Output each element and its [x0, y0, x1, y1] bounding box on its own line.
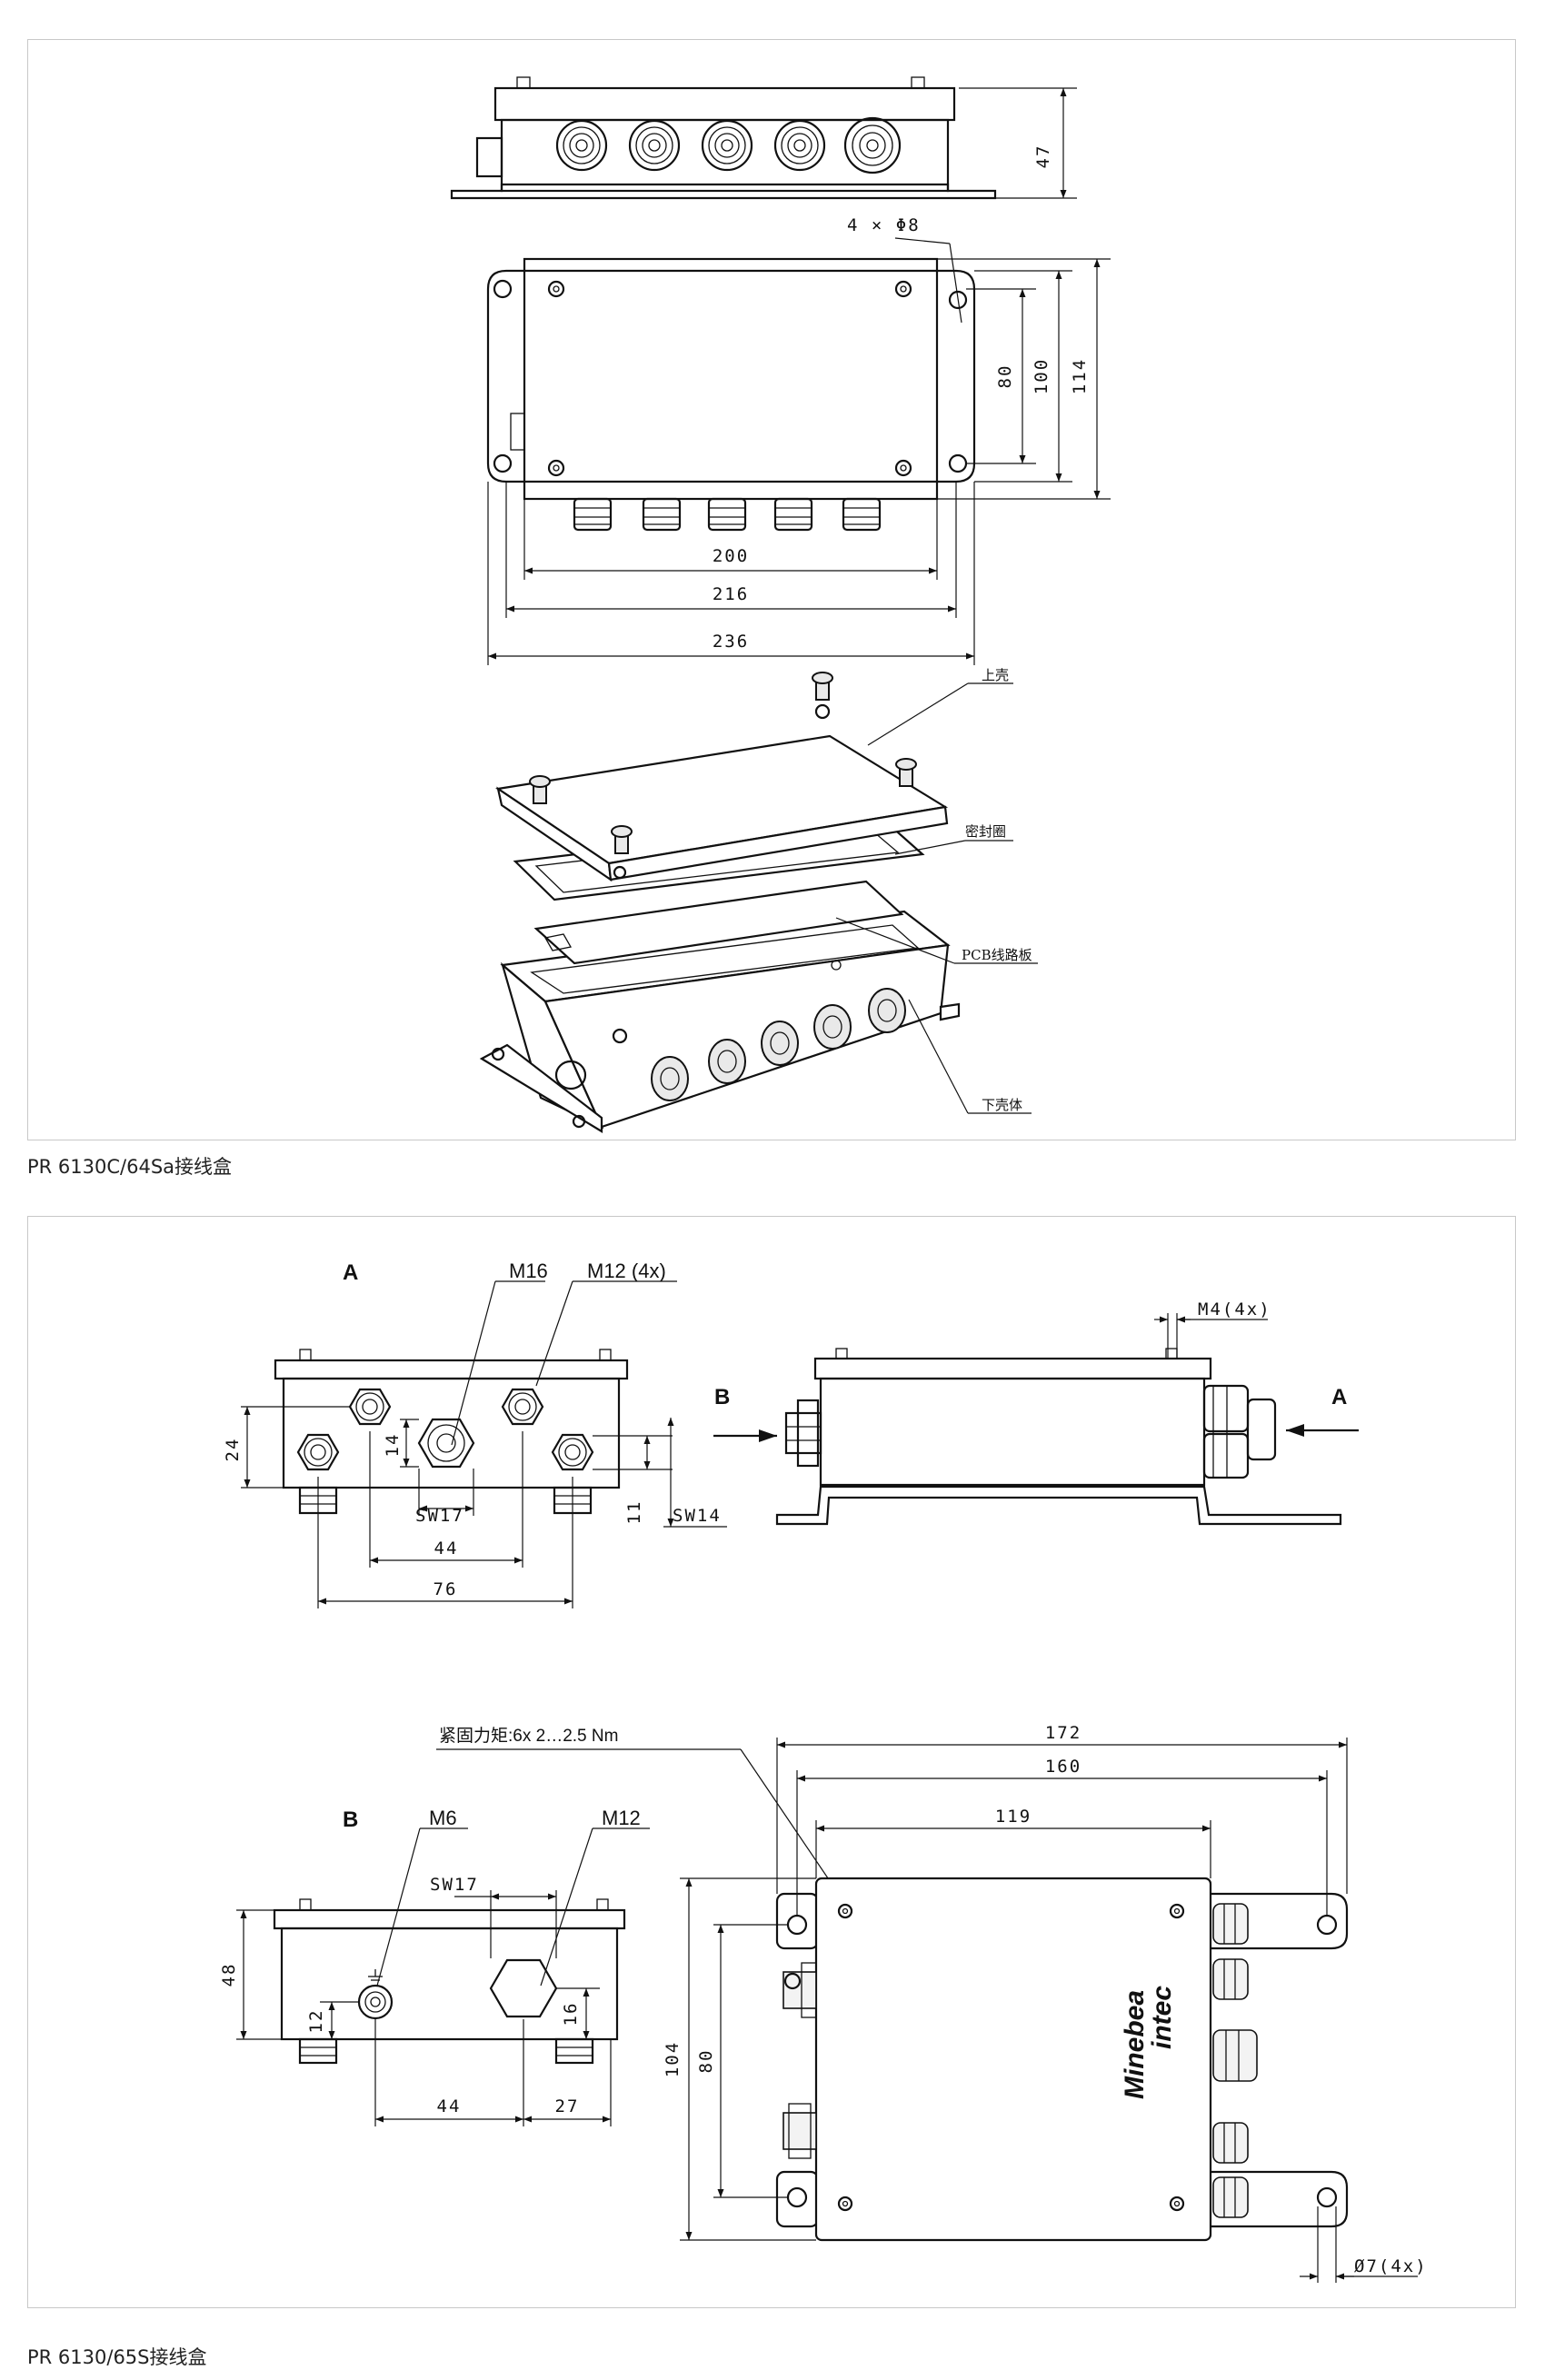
dim-plan-80: 80 — [696, 2049, 716, 2074]
side-elevation-view: M4(4x) B A — [713, 1300, 1359, 1526]
exploded-isometric-view: 上壳 密封圈 PCB线路板 下壳体 — [479, 667, 1038, 1133]
arrow-label-b: B — [714, 1385, 730, 1409]
cable-glands-plan — [573, 497, 882, 532]
label-top-shell: 上壳 — [982, 667, 1009, 683]
drawing-panel-pr6130-65s — [27, 1216, 1516, 2308]
side-glands-right — [1202, 1384, 1277, 1479]
view-b-label: B — [343, 1807, 358, 1832]
view-a-glands — [296, 1388, 594, 1471]
dim-200: 200 — [713, 546, 749, 566]
top-plan-view: 4 × Φ8 80 100 114 200 216 236 — [486, 215, 1111, 665]
dim-height-47: 47 — [1033, 144, 1053, 169]
dim-a-sw14: SW14 — [673, 1506, 722, 1526]
dim-100: 100 — [1032, 358, 1052, 394]
dim-b-48: 48 — [219, 1963, 239, 1987]
dim-114: 114 — [1070, 358, 1090, 394]
dim-a-14: 14 — [383, 1433, 403, 1458]
dim-b-12: 12 — [306, 2009, 326, 2034]
brand-line2: intec — [1147, 1986, 1177, 2049]
view-a-label: A — [343, 1260, 358, 1285]
side-connector-left — [784, 1399, 822, 1468]
label-bottom-shell: 下壳体 — [982, 1097, 1022, 1113]
plan-view-65s: 紧固力矩:6x 2…2.5 Nm Minebea intec — [436, 1723, 1428, 2283]
arrow-label-a: A — [1331, 1385, 1347, 1409]
label-holes-phi7: Ø7(4x) — [1354, 2256, 1428, 2276]
dim-plan-104: 104 — [663, 2041, 683, 2077]
dim-80: 80 — [995, 364, 1015, 389]
dim-plan-172: 172 — [1045, 1723, 1082, 1743]
label-pcb: PCB线路板 — [962, 947, 1032, 963]
view-a-elevation: A M16 M12 (4x) 24 14 SW17 — [223, 1260, 727, 1608]
brand-line1: Minebea — [1120, 1990, 1150, 2099]
dim-b-sw17: SW17 — [430, 1875, 479, 1895]
dim-b-44: 44 — [437, 2096, 462, 2116]
brand-logo: Minebea intec — [1120, 1986, 1177, 2099]
view-b-elevation: B M6 M12 SW17 48 12 16 — [219, 1807, 650, 2126]
dim-plan-119: 119 — [995, 1807, 1032, 1827]
cable-glands-front — [555, 116, 902, 174]
label-torque: 紧固力矩:6x 2…2.5 Nm — [439, 1726, 618, 1746]
dim-a-44: 44 — [434, 1539, 459, 1558]
dim-plan-160: 160 — [1045, 1757, 1082, 1777]
dim-b-16: 16 — [561, 2002, 581, 2026]
label-m4-4x: M4(4x) — [1198, 1300, 1271, 1319]
mounting-holes — [493, 279, 968, 477]
dim-a-sw17: SW17 — [415, 1506, 464, 1526]
label-m12-4x: M12 (4x) — [587, 1260, 666, 1282]
dim-236: 236 — [713, 632, 749, 652]
dim-a-11: 11 — [624, 1500, 644, 1525]
dim-a-76: 76 — [434, 1579, 458, 1599]
plan-right-glands — [1212, 1903, 1258, 2218]
caption-pr6130c: PR 6130C/64Sa接线盒 — [27, 1156, 233, 1178]
dim-holes-4x-phi8: 4 × Φ8 — [847, 215, 921, 235]
plan-left-connectors — [782, 1962, 817, 2159]
label-seal: 密封圈 — [965, 823, 1006, 840]
caption-pr6130-65s: PR 6130/65S接线盒 — [27, 2346, 207, 2368]
dim-a-24: 24 — [223, 1438, 243, 1462]
iso-cable-glands — [651, 988, 906, 1101]
dim-216: 216 — [713, 584, 749, 604]
label-m16: M16 — [509, 1260, 548, 1282]
dim-b-27: 27 — [555, 2096, 580, 2116]
label-m6: M6 — [429, 1807, 457, 1829]
m6-ground-stud — [357, 1969, 394, 2020]
iso-screws — [529, 672, 917, 880]
front-elevation-view: 47 — [450, 76, 1077, 200]
label-m12-b: M12 — [602, 1807, 641, 1829]
